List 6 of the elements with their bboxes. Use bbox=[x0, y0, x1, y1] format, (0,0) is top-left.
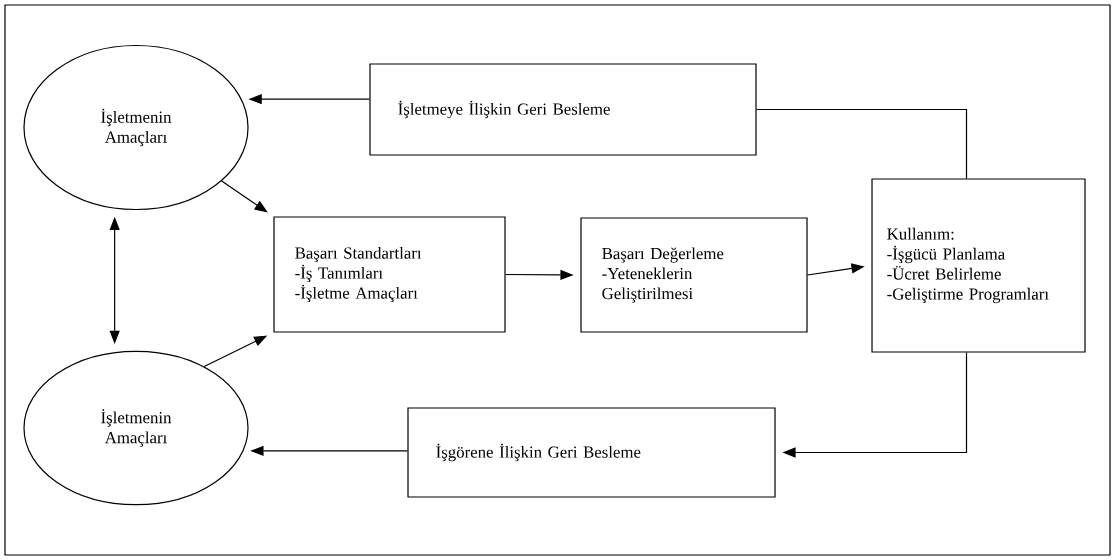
arrow bbox=[221, 180, 268, 213]
feedback-box: İşgörene İlişkin Geri Besleme bbox=[407, 407, 776, 498]
feedback-box: İşletmeye İlişkin Geri Besleme bbox=[369, 63, 757, 156]
process-box: Kullanım: -İşgücü Planlama -Ücret Belirleme -Geliştirme Programları bbox=[871, 178, 1086, 353]
process-box: Başarı Standartları -İş Tanımları -İşletme Amaçları bbox=[273, 216, 506, 333]
process-box: Başarı Değerleme -Yeteneklerin Geliştirilmesi bbox=[580, 217, 808, 333]
